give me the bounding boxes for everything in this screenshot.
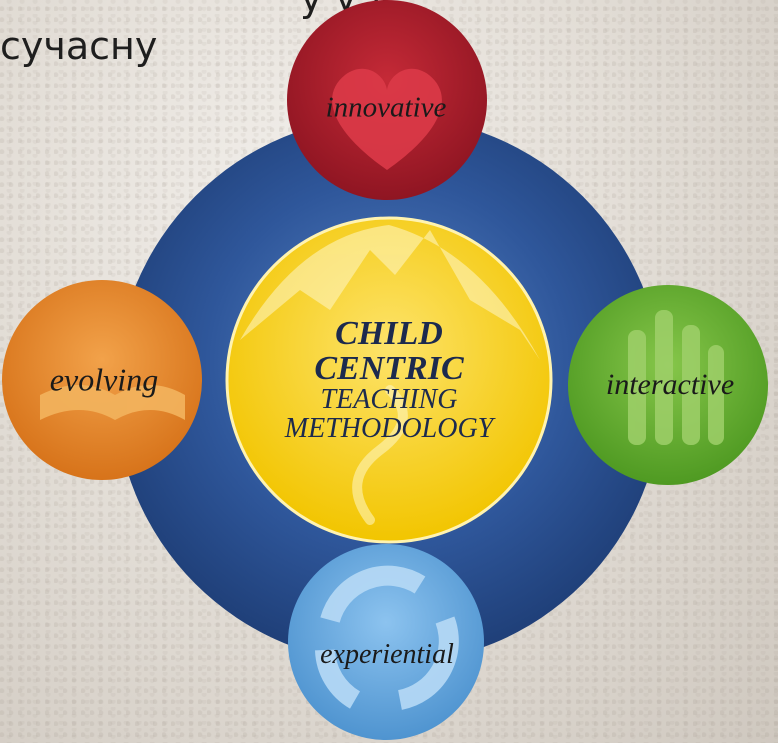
center-line-1: CHILD — [335, 314, 443, 352]
node-label-interactive: interactive — [605, 368, 735, 401]
center-title: CHILD CENTRIC TEACHING METHODOLOGY — [284, 314, 494, 444]
mountain-icon — [240, 225, 540, 525]
node-label-experiential: experiential — [320, 639, 454, 670]
heart-icon — [332, 68, 442, 170]
node-label-innovative: innovative — [325, 91, 447, 124]
header-line-2: сучасну — [0, 24, 158, 68]
cycle-arrows-icon — [315, 565, 459, 710]
open-book-icon — [40, 385, 185, 420]
center-line-2: CENTRIC — [314, 349, 464, 387]
center-line-4: METHODOLOGY — [284, 412, 494, 444]
raised-hands-icon — [628, 310, 724, 445]
center-line-3: TEACHING — [320, 384, 458, 416]
evolving-circle — [2, 280, 202, 480]
node-label-evolving: evolving — [49, 361, 159, 398]
